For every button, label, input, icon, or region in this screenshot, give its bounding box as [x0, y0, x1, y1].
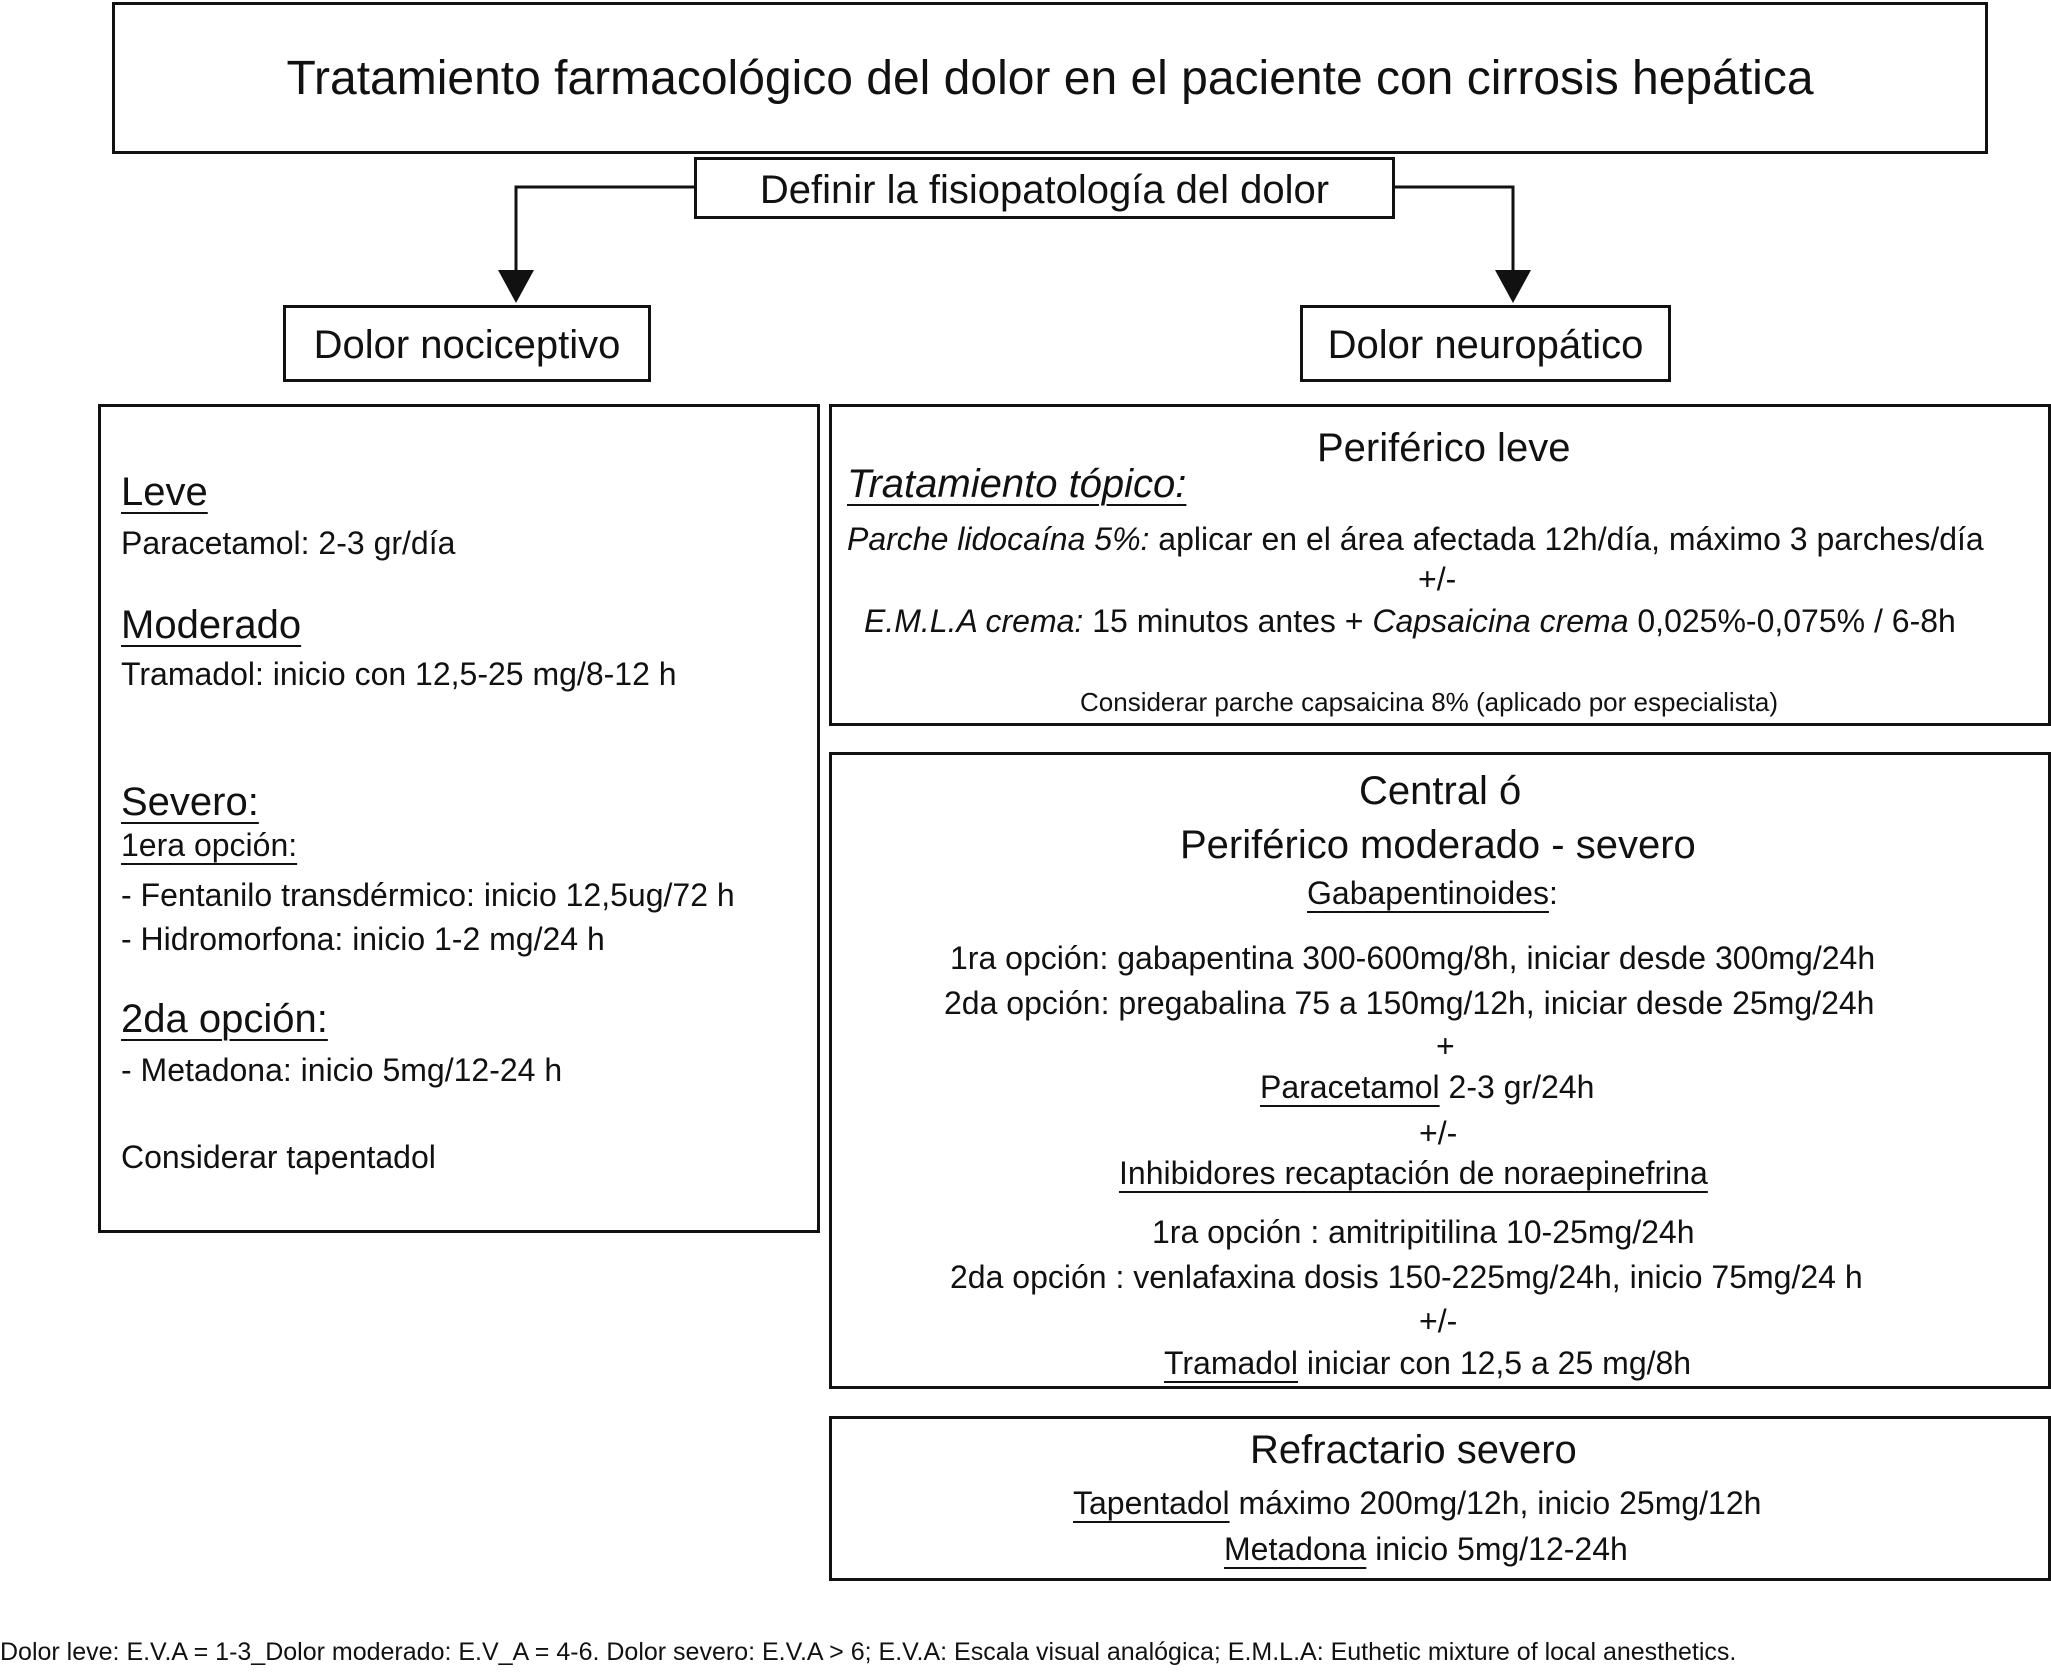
refractory-title: Refractario severo	[1250, 1428, 1577, 1472]
gaba-heading: Gabapentinoides	[1307, 875, 1549, 911]
gaba-heading-line: Gabapentinoides:	[1307, 875, 1558, 912]
define-label: Definir la fisiopatología del dolor	[759, 168, 1330, 212]
gaba-option-2: 2da opción: pregabalina 75 a 150mg/12h, …	[944, 985, 1875, 1021]
refractory-box: Refractario severo Tapentadol máximo 200…	[829, 1416, 2051, 1581]
define-box: Definir la fisiopatología del dolor	[694, 157, 1395, 219]
capsaicin-patch-note: Considerar parche capsaicina 8% (aplicad…	[1080, 687, 1779, 717]
paracetamol-line: Paracetamol 2-3 gr/24h	[1260, 1069, 1594, 1106]
diagram-title: Tratamiento farmacológico del dolor en e…	[286, 52, 1814, 105]
topical-heading: Tratamiento tópico:	[847, 462, 1187, 506]
arrow-right-line	[1395, 185, 1515, 272]
gaba-colon: :	[1548, 875, 1558, 911]
title-box: Tratamiento farmacológico del dolor en e…	[112, 2, 1988, 154]
lidocaine-line: Parche lidocaína 5%: aplicar en el área …	[847, 521, 1984, 558]
refractory-tapentadol-line: Tapentadol máximo 200mg/12h, inicio 25mg…	[1073, 1485, 1761, 1522]
peripheral-mild-title: Periférico leve	[1317, 426, 1571, 470]
central-plus-minus-2: +/-	[1419, 1303, 1458, 1339]
second-option-heading: 2da opción:	[121, 997, 328, 1041]
central-box: Central ó Periférico moderado - severo G…	[829, 752, 2051, 1389]
nociceptive-details-box: Leve Paracetamol: 2-3 gr/día Moderado Tr…	[98, 404, 820, 1233]
lidocaine-label: Parche lidocaína 5%:	[847, 521, 1150, 557]
arrow-right-head	[1495, 270, 1531, 303]
refractory-metadona-line: Metadona inicio 5mg/12-24h	[1224, 1531, 1628, 1568]
arrow-left-head	[498, 270, 534, 303]
refractory-tapentadol-text: máximo 200mg/12h, inicio 25mg/12h	[1229, 1485, 1762, 1521]
refractory-metadona-label: Metadona	[1224, 1531, 1367, 1567]
moderado-heading: Moderado	[121, 603, 302, 647]
inhibitors-heading: Inhibidores recaptación de noraepinefrin…	[1119, 1155, 1708, 1191]
gaba-option-1: 1ra opción: gabapentina 300-600mg/8h, in…	[950, 940, 1876, 976]
tapentadol-text: Considerar tapentadol	[121, 1139, 436, 1175]
nociceptive-box: Dolor nociceptivo	[283, 305, 651, 382]
refractory-tapentadol-label: Tapentadol	[1073, 1485, 1230, 1521]
footnote: Dolor leve: E.V.A = 1-3_Dolor moderado: …	[0, 1638, 1737, 1666]
neuropathic-box: Dolor neuropático	[1300, 305, 1671, 382]
tramadol-text: iniciar con 12,5 a 25 mg/8h	[1297, 1345, 1692, 1381]
central-plus-minus-1: +/-	[1419, 1115, 1458, 1151]
peripheral-mild-box: Periférico leve Tratamiento tópico: Parc…	[829, 404, 2051, 726]
inhibitor-option-1: 1ra opción : amitripitilina 10-25mg/24h	[1152, 1214, 1695, 1250]
emla-label: E.M.L.A crema:	[864, 603, 1084, 639]
emla-text: 15 minutos antes +	[1083, 603, 1373, 639]
refractory-metadona-text: inicio 5mg/12-24h	[1366, 1531, 1628, 1567]
central-title-line2: Periférico moderado - severo	[1180, 823, 1696, 867]
central-title-line1: Central ó	[1359, 769, 1522, 813]
first-option-label: 1era opción:	[121, 827, 298, 863]
paracetamol-text: 2-3 gr/24h	[1439, 1069, 1595, 1105]
tramadol-line: Tramadol iniciar con 12,5 a 25 mg/8h	[1164, 1345, 1691, 1382]
leve-text: Paracetamol: 2-3 gr/día	[121, 525, 456, 561]
nociceptive-label: Dolor nociceptivo	[313, 323, 621, 367]
neuropathic-label: Dolor neuropático	[1327, 323, 1644, 367]
inhibitor-option-2: 2da opción : venlafaxina dosis 150-225mg…	[950, 1259, 1863, 1295]
capsaicin-label: Capsaicina crema	[1372, 603, 1629, 639]
arrow-left-line	[514, 185, 694, 272]
paracetamol-label: Paracetamol	[1260, 1069, 1440, 1105]
hidromorfona-text: - Hidromorfona: inicio 1-2 mg/24 h	[121, 921, 605, 957]
fentanilo-text: - Fentanilo transdérmico: inicio 12,5ug/…	[121, 877, 735, 913]
lidocaine-text: aplicar en el área afectada 12h/día, máx…	[1149, 521, 1984, 557]
emla-line: E.M.L.A crema: 15 minutos antes + Capsai…	[864, 603, 1956, 640]
tramadol-label: Tramadol	[1164, 1345, 1298, 1381]
peripheral-plus-minus: +/-	[1418, 561, 1457, 597]
moderado-text: Tramadol: inicio con 12,5-25 mg/8-12 h	[121, 656, 677, 692]
metadona-text: - Metadona: inicio 5mg/12-24 h	[121, 1052, 563, 1088]
leve-heading: Leve	[121, 470, 208, 514]
capsaicin-text: 0,025%-0,075% / 6-8h	[1628, 603, 1956, 639]
severo-heading: Severo:	[121, 780, 259, 824]
plus-sign: +	[1436, 1028, 1455, 1064]
